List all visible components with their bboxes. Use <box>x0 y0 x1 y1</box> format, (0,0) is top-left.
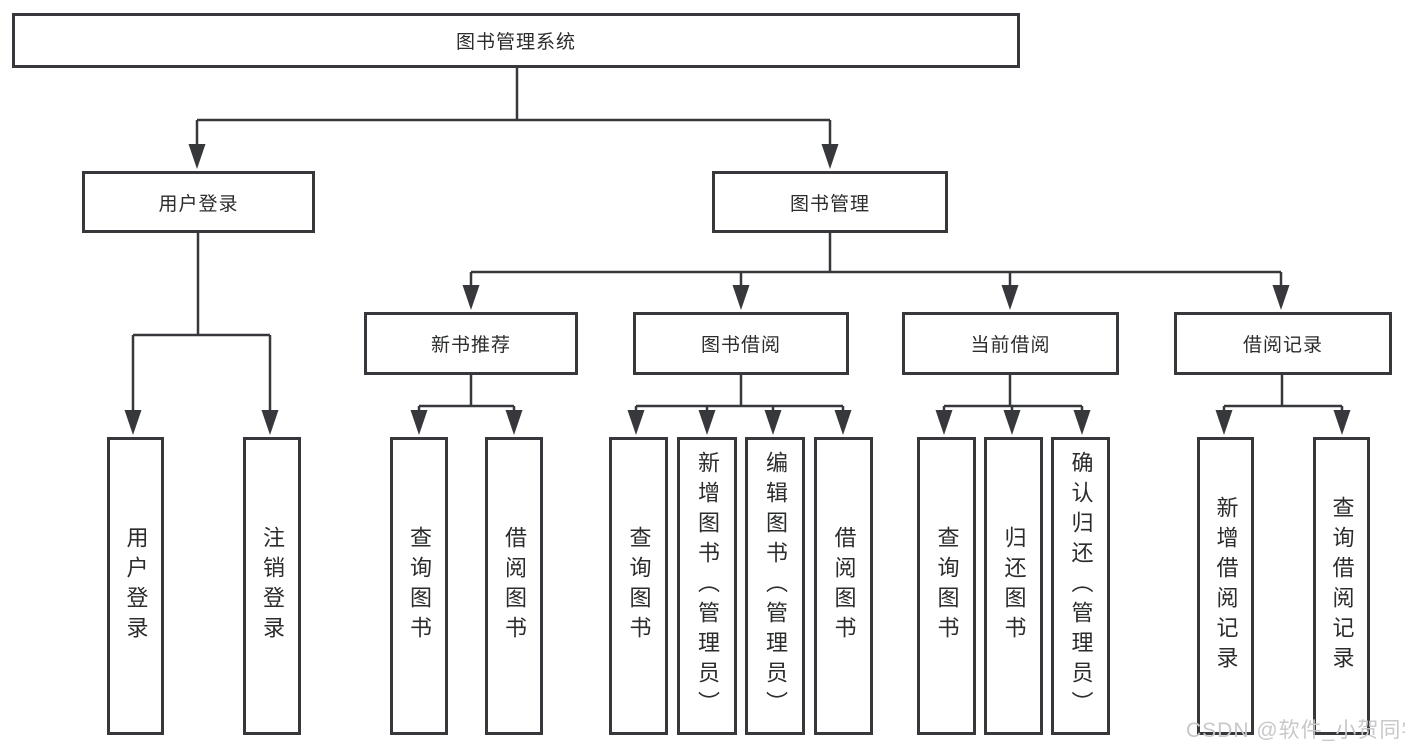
leaf-label: 借阅图书 <box>831 526 857 646</box>
csdn-watermark: CSDN @软件_小贺同学 <box>1186 719 1405 742</box>
leaf-confirm-return-admin: 确认归还（管理员） <box>1051 437 1110 735</box>
leaf-borrow-book-2: 借阅图书 <box>814 437 873 735</box>
leaf-label: 查询图书 <box>934 526 960 646</box>
leaf-label: 确认归还（管理员） <box>1068 451 1094 721</box>
node-borrow-record: 借阅记录 <box>1174 312 1392 375</box>
leaf-query-book-3: 查询图书 <box>917 437 976 735</box>
node-book-management: 图书管理 <box>712 171 948 233</box>
leaf-label: 归还图书 <box>1001 526 1027 646</box>
leaf-label: 新增图书（管理员） <box>695 451 720 721</box>
leaf-logout: 注销登录 <box>243 437 301 735</box>
leaf-query-borrow-record: 查询借阅记录 <box>1313 437 1370 735</box>
leaf-label: 查询图书 <box>626 526 652 646</box>
leaf-query-book-1: 查询图书 <box>390 437 448 735</box>
node-book-borrow: 图书借阅 <box>633 312 849 375</box>
node-new-book-recommend: 新书推荐 <box>364 312 578 375</box>
node-root-system: 图书管理系统 <box>12 13 1020 68</box>
leaf-edit-book-admin: 编辑图书（管理员） <box>745 437 805 735</box>
leaf-add-book-admin: 新增图书（管理员） <box>677 437 737 735</box>
node-user-login: 用户登录 <box>82 171 315 233</box>
leaf-query-book-2: 查询图书 <box>609 437 668 735</box>
leaf-label: 查询图书 <box>407 526 432 646</box>
leaf-user-login: 用户登录 <box>107 437 164 735</box>
leaf-label: 查询借阅记录 <box>1329 496 1355 676</box>
leaf-label: 用户登录 <box>123 526 149 646</box>
leaf-return-book: 归还图书 <box>984 437 1043 735</box>
leaf-borrow-book-1: 借阅图书 <box>485 437 543 735</box>
leaf-label: 注销登录 <box>260 526 285 646</box>
node-current-borrow: 当前借阅 <box>902 312 1119 375</box>
leaf-label: 编辑图书（管理员） <box>763 451 788 721</box>
leaf-add-borrow-record: 新增借阅记录 <box>1197 437 1254 735</box>
leaf-label: 借阅图书 <box>502 526 527 646</box>
leaf-label: 新增借阅记录 <box>1213 496 1239 676</box>
